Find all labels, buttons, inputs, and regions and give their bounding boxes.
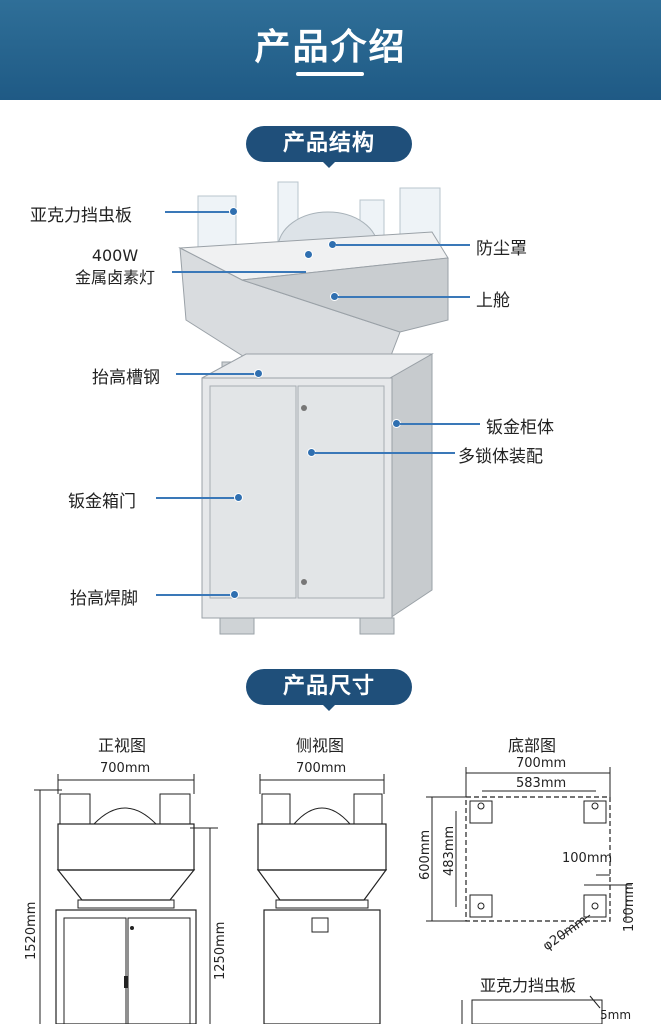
- callout-dot: [234, 493, 243, 502]
- acrylic-view-drawing: [461, 995, 603, 1024]
- bottom-offset-label: 100mm: [562, 851, 613, 866]
- side-view-title: 侧视图: [296, 736, 345, 755]
- front-width-label: 700mm: [100, 761, 151, 776]
- acrylic-thickness-label: 5mm: [600, 1008, 632, 1022]
- front-view-title: 正视图: [98, 736, 147, 755]
- callout-dot: [230, 590, 239, 599]
- bottom-depth-label: 600mm: [418, 829, 433, 880]
- leader-line: [176, 373, 256, 375]
- bottom-view-drawing: [426, 767, 632, 938]
- leader-line: [165, 211, 231, 213]
- callout-dot: [304, 250, 313, 259]
- label-lamp-power: 400W: [91, 246, 139, 265]
- label-acrylic-shield: 亚克力挡虫板: [30, 206, 132, 226]
- leader-line: [315, 452, 455, 454]
- side-view-drawing: [256, 774, 388, 1024]
- leader-line: [336, 244, 470, 246]
- leader-line: [172, 271, 306, 273]
- page-title: 产品介绍: [254, 27, 407, 68]
- front-height-cabinet-label: 1250mm: [213, 921, 228, 980]
- section-dimensions-title: 产品尺寸: [246, 669, 412, 705]
- leader-line: [156, 497, 236, 499]
- bottom-width-label: 700mm: [516, 756, 567, 771]
- label-lamp-name: 金属卤素灯: [74, 268, 155, 287]
- leader-line: [156, 594, 232, 596]
- title-underline: [296, 72, 364, 76]
- callout-dot: [229, 207, 238, 216]
- label-channel-steel: 抬高槽钢: [92, 368, 160, 388]
- label-cabinet-body: 钣金柜体: [486, 418, 554, 438]
- acrylic-view-title: 亚克力挡虫板: [480, 976, 577, 995]
- side-width-label: 700mm: [296, 761, 347, 776]
- machine-photo: [178, 181, 449, 635]
- bottom-offset-v-label: 100mm: [622, 881, 637, 932]
- section-structure-title: 产品结构: [246, 126, 412, 162]
- bottom-inner-width-label: 583mm: [516, 776, 567, 791]
- label-cabinet-door: 钣金箱门: [68, 492, 136, 512]
- callout-dot: [254, 369, 263, 378]
- label-upper-cabin: 上舱: [476, 291, 510, 311]
- label-welded-feet: 抬高焊脚: [70, 589, 138, 609]
- front-view-drawing: [34, 774, 218, 1024]
- bottom-view-title: 底部图: [508, 736, 557, 755]
- front-height-total-label: 1520mm: [24, 901, 39, 960]
- leader-line: [338, 296, 470, 298]
- label-dust-cover: 防尘罩: [476, 239, 527, 259]
- leader-line: [400, 423, 480, 425]
- header-banner: 产品介绍: [0, 0, 661, 100]
- label-multi-lock: 多锁体装配: [458, 447, 543, 467]
- bottom-inner-depth-label: 483mm: [442, 825, 457, 876]
